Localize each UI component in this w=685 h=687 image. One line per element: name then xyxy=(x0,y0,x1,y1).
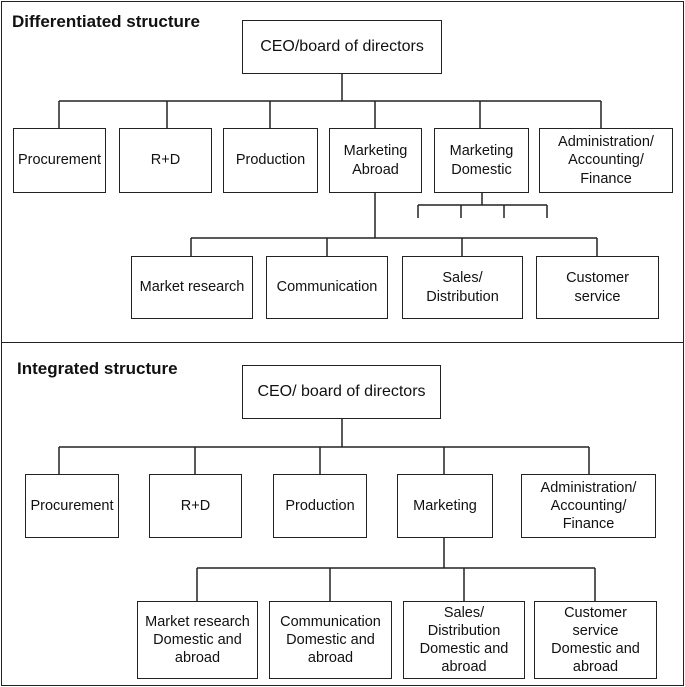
department-rd: R+D xyxy=(149,474,242,538)
integrated-structure-panel xyxy=(1,342,684,686)
unit-sales-distribution: Sales/ Distribution xyxy=(402,256,523,319)
ceo-box: CEO/ board of directors xyxy=(242,365,441,419)
department-procurement: Procurement xyxy=(13,128,106,193)
department-marketing: Marketing xyxy=(397,474,493,538)
department-administration: Administration/ Accounting/ Finance xyxy=(521,474,656,538)
unit-communication: Communication xyxy=(266,256,388,319)
differentiated-structure-title: Differentiated structure xyxy=(12,12,200,31)
department-production: Production xyxy=(223,128,318,193)
department-marketing-abroad: Marketing Abroad xyxy=(329,128,422,193)
unit-market-research: Market research xyxy=(131,256,253,319)
unit-communication: Communication Domestic and abroad xyxy=(269,601,392,679)
department-procurement: Procurement xyxy=(25,474,119,538)
integrated-structure-title: Integrated structure xyxy=(17,359,178,378)
unit-sales-distribution: Sales/ Distribution Domestic and abroad xyxy=(403,601,525,679)
unit-customer-service: Customer service xyxy=(536,256,659,319)
department-production: Production xyxy=(273,474,367,538)
unit-market-research: Market research Domestic and abroad xyxy=(137,601,258,679)
department-marketing-domestic: Marketing Domestic xyxy=(434,128,529,193)
unit-customer-service: Customer service Domestic and abroad xyxy=(534,601,657,679)
department-administration: Administration/ Accounting/ Finance xyxy=(539,128,673,193)
department-rd: R+D xyxy=(119,128,212,193)
ceo-box: CEO/board of directors xyxy=(242,20,442,74)
